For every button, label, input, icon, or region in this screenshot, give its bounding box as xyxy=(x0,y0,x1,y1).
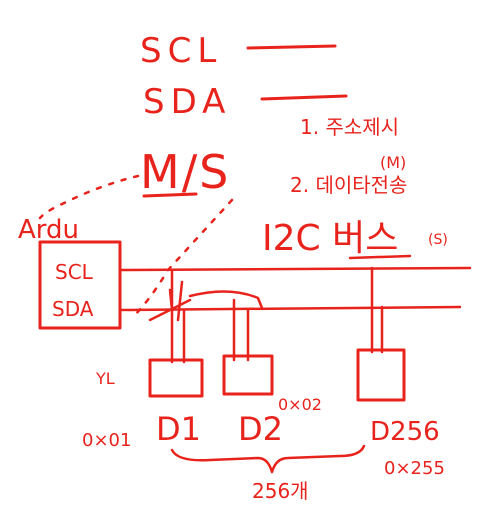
device-box-1 xyxy=(148,358,204,398)
note-data-transfer: 2. 데이타전송 xyxy=(290,173,407,197)
device-count: 256개 xyxy=(252,479,309,503)
device-1-label: D1 xyxy=(156,410,201,448)
arduino-box xyxy=(38,240,122,330)
device-box-2 xyxy=(222,354,274,396)
note-address: 1. 주소제시 xyxy=(300,115,399,139)
arduino-pin-sda: SDA xyxy=(52,297,94,321)
device-box-256 xyxy=(356,348,406,402)
pullup-wire xyxy=(188,290,264,310)
legend-sda: SDA xyxy=(143,82,231,122)
master-slave-label: M/S xyxy=(140,145,230,199)
dotted-link-slave xyxy=(130,198,234,320)
pullup-label: YL xyxy=(95,369,115,388)
device-1-address: 0×01 xyxy=(82,430,131,451)
master-underline xyxy=(142,192,198,198)
device-2-label: D2 xyxy=(238,410,283,448)
legend-scl-line xyxy=(246,44,337,50)
arduino-pin-scl: SCL xyxy=(55,260,94,284)
legend-scl: SCL xyxy=(140,31,222,71)
device-256-address: 0×255 xyxy=(384,458,445,479)
legend-sda-line xyxy=(260,94,348,101)
device-group-brace xyxy=(170,444,366,474)
note-master-tag: (M) xyxy=(380,153,406,172)
arduino-label: Ardu xyxy=(18,215,79,245)
device-2-address: 0×02 xyxy=(278,395,322,414)
bus-title: I2C 버스 xyxy=(262,218,398,259)
bus-line-scl xyxy=(118,266,472,272)
bus-line-sda xyxy=(118,305,462,312)
note-slave-tag: (S) xyxy=(428,232,448,248)
device-256-label: D256 xyxy=(370,417,440,447)
bus-title-underline xyxy=(348,254,412,260)
dotted-link-master xyxy=(38,174,140,220)
